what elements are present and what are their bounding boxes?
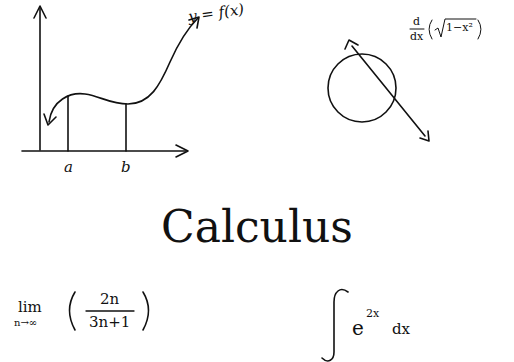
radical-sign (435, 19, 476, 37)
parenthesis (70, 292, 76, 330)
radicand: 1−x² (446, 22, 473, 33)
fraction-denominator: 3n+1 (89, 315, 130, 330)
limit-subscript: n→∞ (14, 318, 37, 328)
integral-sign (322, 290, 348, 361)
y-axis (39, 8, 41, 150)
bound-line (67, 96, 69, 151)
bound-line (125, 104, 127, 151)
fraction-bar (86, 310, 134, 311)
limit-operator: lim (18, 300, 42, 315)
axis-arrow (176, 145, 188, 157)
x-axis (22, 150, 186, 152)
axis-arrow (34, 6, 46, 18)
function-curve (49, 18, 198, 122)
tangent-line (352, 46, 425, 136)
fraction-numerator: 2n (100, 292, 119, 307)
fraction-bar (410, 29, 424, 30)
bound-label: a (64, 160, 73, 175)
integrand-base: e (352, 318, 364, 338)
parenthesis (143, 292, 149, 330)
parenthesis (478, 20, 481, 39)
derivative-numerator: d (413, 16, 420, 27)
bound-label: b (121, 160, 131, 175)
parenthesis (429, 20, 432, 39)
integrand-exponent: 2x (366, 308, 379, 319)
derivative-denominator: dx (410, 31, 423, 42)
curve-arrow (44, 114, 56, 125)
tangent-arrow (345, 40, 358, 49)
tangent-arrow (420, 131, 429, 141)
integral-differential: dx (392, 322, 410, 337)
function-label: y = f(x) (187, 2, 245, 25)
title: Calculus (161, 205, 353, 249)
